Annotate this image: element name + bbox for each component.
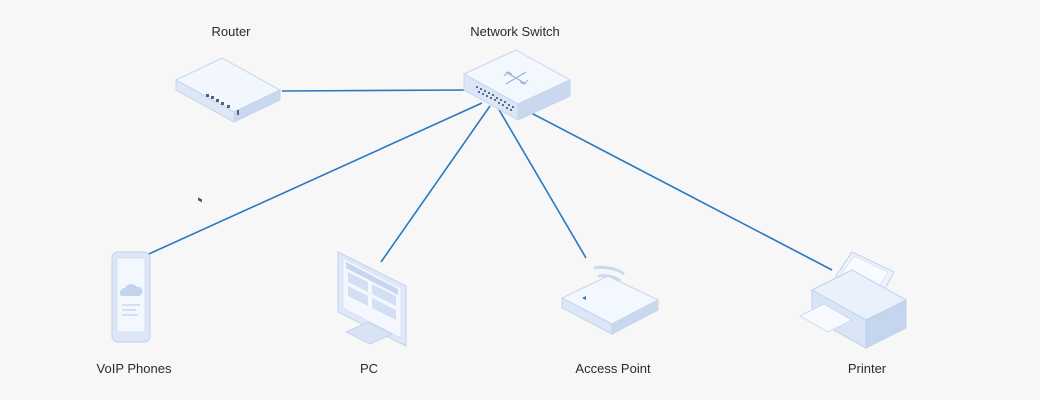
printer-icon bbox=[799, 251, 908, 349]
link-switch-pc bbox=[380, 105, 491, 263]
router-label: Router bbox=[211, 24, 251, 39]
access-point-label: Access Point bbox=[575, 361, 651, 376]
network-switch-icon bbox=[462, 49, 572, 121]
link-switch-ap bbox=[497, 107, 587, 259]
monitor-icon bbox=[337, 251, 407, 347]
pc-label: PC bbox=[359, 361, 379, 376]
network-switch-label: Network Switch bbox=[470, 24, 560, 39]
phone-icon bbox=[111, 251, 151, 343]
link-switch-printer bbox=[513, 103, 833, 271]
voip-phones-label: VoIP Phones bbox=[96, 361, 172, 376]
connection-lines bbox=[139, 89, 833, 271]
printer-label: Printer bbox=[847, 361, 887, 376]
access-point-icon bbox=[560, 265, 660, 335]
link-switch-voip bbox=[139, 102, 483, 259]
link-router-switch bbox=[281, 89, 471, 92]
router-icon bbox=[174, 57, 282, 203]
